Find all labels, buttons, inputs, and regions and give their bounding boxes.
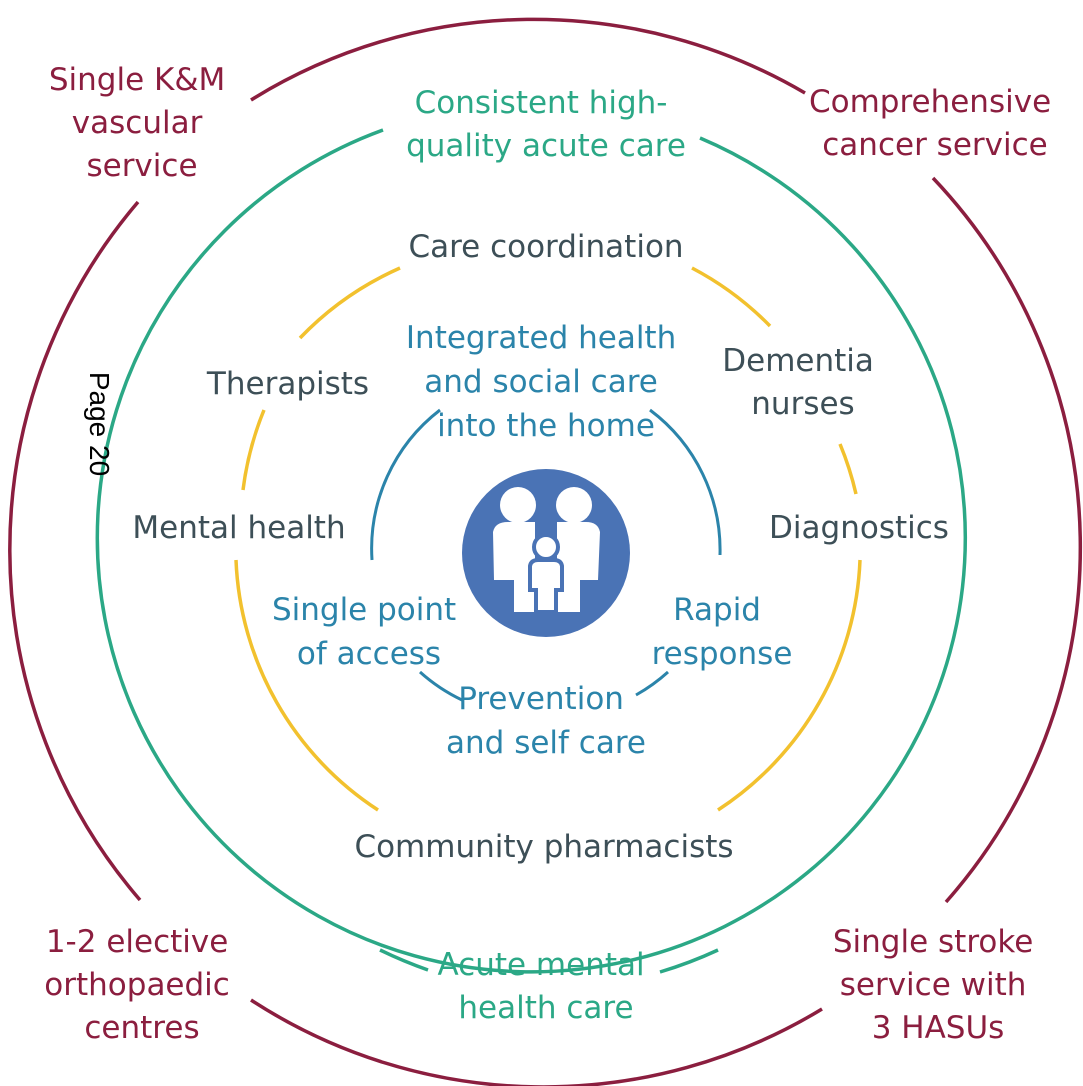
community-ring (234, 266, 862, 812)
outer-ring-arc-bottom (250, 998, 823, 1086)
core-ring (370, 408, 722, 702)
label-acute-mental-health: Acute mental health care (438, 947, 655, 1026)
outer-ring-arc-right (931, 176, 1082, 904)
label-therapists: Therapists (206, 366, 369, 402)
label-orthopaedic-centres: 1-2 elective orthopaedic centres (44, 924, 239, 1046)
core-ring-arc-right (649, 408, 722, 556)
outer-ring-arc-top (250, 17, 806, 102)
community-ring-arc-left-lower (234, 559, 379, 812)
label-cancer-service: Comprehensive cancer service (809, 84, 1061, 163)
core-ring-arc-left (370, 408, 441, 561)
label-prevention-self-care: Prevention and self care (446, 681, 646, 761)
label-mental-health: Mental health (132, 510, 345, 546)
family-icon (462, 469, 630, 637)
label-diagnostics: Diagnostics (769, 510, 949, 546)
community-ring-arc-right-lower (717, 559, 862, 812)
page-number-text: Page 20 (84, 372, 115, 476)
label-community-pharmacists: Community pharmacists (354, 829, 733, 865)
core-ring-arc-bottom-left (418, 670, 463, 702)
community-ring-arc-top-left (298, 266, 401, 340)
label-dementia-nurses: Dementia nurses (722, 343, 883, 422)
label-stroke-service: Single stroke service with 3 HASUs (833, 924, 1043, 1046)
acute-ring-arc-main (95, 128, 967, 974)
acute-ring-arc-bottom-right (659, 948, 719, 974)
outer-ring-arc-left (8, 200, 142, 902)
community-ring-arc-right-upper (838, 443, 858, 495)
page-number-label: Page 20 (84, 372, 115, 476)
outer-ring (8, 17, 1082, 1086)
core-ring-arc-bottom-right (635, 670, 670, 697)
label-rapid-response: Rapid response (652, 592, 793, 672)
label-integrated-care: Integrated health and social care into t… (406, 320, 686, 444)
acute-ring (95, 128, 967, 974)
label-vascular-service: Single K&M vascular service (49, 62, 235, 184)
label-care-coordination: Care coordination (408, 229, 683, 265)
community-ring-arc-top-right (691, 266, 772, 328)
acute-ring-arc-bottom-left (379, 948, 429, 972)
label-single-point-of-access: Single point of access (272, 592, 466, 672)
community-ring-arc-left-upper (241, 409, 266, 491)
label-acute-care: Consistent high- quality acute care (406, 85, 686, 164)
family-icon-figures (493, 487, 600, 614)
